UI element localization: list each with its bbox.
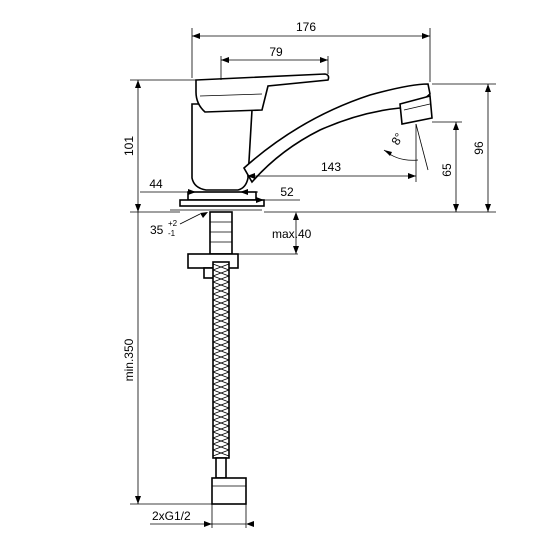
dim-body-height: 101 [122, 136, 136, 156]
dimension-lines [130, 28, 496, 528]
dim-total-height: 96 [472, 141, 486, 155]
dim-mounting-hole: 35 [150, 223, 164, 237]
mounting-assembly [187, 211, 298, 279]
dim-outlet-height: 65 [440, 163, 454, 177]
dim-overall-width: 176 [296, 20, 316, 34]
dim-spout-reach: 143 [321, 160, 341, 174]
dim-base-outer: 52 [280, 185, 294, 199]
dim-hose-length: min.350 [122, 338, 136, 381]
dim-tolerance-upper: +2 [168, 219, 178, 228]
dimension-labels: 176 79 101 96 65 143 8° 44 52 35 +2 -1 m… [122, 20, 486, 523]
dim-lever-length: 79 [269, 45, 283, 59]
dim-deck-thickness: max.40 [272, 227, 312, 241]
braided-hose [211, 261, 247, 505]
dim-spout-angle: 8° [388, 130, 406, 147]
dim-connection: 2xG1/2 [152, 509, 191, 523]
dim-base-diameter: 44 [149, 177, 163, 191]
base-plate [170, 191, 265, 211]
dim-tolerance-lower: -1 [168, 229, 176, 238]
faucet-body [191, 73, 433, 191]
